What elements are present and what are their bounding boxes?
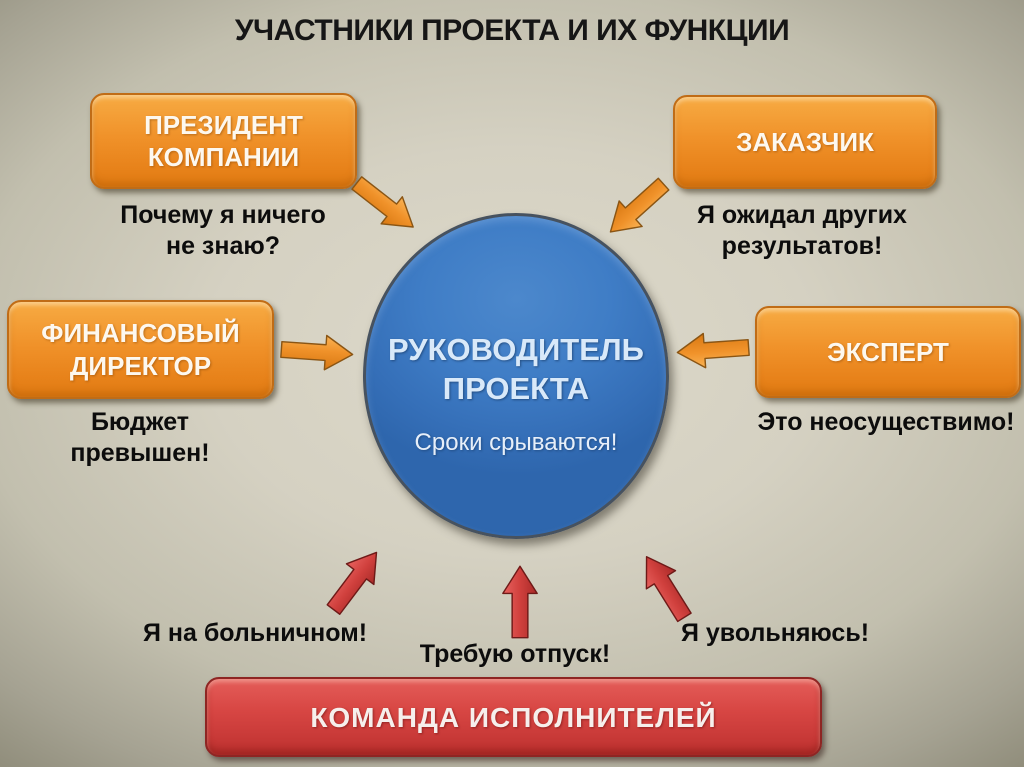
page-title: УЧАСТНИКИ ПРОЕКТА И ИХ ФУНКЦИИ xyxy=(234,14,790,47)
manager-circle: РУКОВОДИТЕЛЬ ПРОЕКТА Сроки срываются! xyxy=(363,213,669,539)
box-team-label: КОМАНДА ИСПОЛНИТЕЛЕЙ xyxy=(310,701,717,733)
quote-president: Почему я ничего не знаю? xyxy=(120,201,326,260)
box-president-label: ПРЕЗИДЕНТ КОМПАНИИ xyxy=(144,109,303,173)
customer-arrow-icon xyxy=(591,164,683,253)
quote-finance-director: Бюджет превышен! xyxy=(70,408,210,467)
team-center-arrow-icon xyxy=(500,557,540,647)
team-left-arrow-icon xyxy=(312,533,398,629)
finance-director-arrow-icon xyxy=(276,329,359,374)
expert-arrow-icon xyxy=(666,327,761,373)
box-president: ПРЕЗИДЕНТ КОМПАНИИ xyxy=(90,93,357,189)
box-finance-director-label: ФИНАНСОВЫЙ ДИРЕКТОР xyxy=(41,318,240,381)
box-customer-label: ЗАКАЗЧИК xyxy=(736,126,874,157)
manager-role-label: РУКОВОДИТЕЛЬ ПРОЕКТА xyxy=(388,332,644,406)
box-customer: ЗАКАЗЧИК xyxy=(673,95,937,189)
quote-team-vacation: Требую отпуск! xyxy=(419,640,611,668)
quote-expert: Это неосуществимо! xyxy=(757,408,1015,436)
quote-team-sick-leave: Я на больничном! xyxy=(142,619,368,647)
president-arrow-icon xyxy=(338,162,432,248)
quote-customer: Я ожидал других результатов! xyxy=(697,201,907,260)
team-right-arrow-icon xyxy=(623,536,707,638)
box-team: КОМАНДА ИСПОЛНИТЕЛЕЙ xyxy=(205,677,822,757)
box-expert-label: ЭКСПЕРТ xyxy=(827,336,949,367)
box-finance-director: ФИНАНСОВЫЙ ДИРЕКТОР xyxy=(7,300,274,399)
manager-quote: Сроки срываются! xyxy=(414,428,618,456)
box-expert: ЭКСПЕРТ xyxy=(755,306,1021,398)
quote-team-quitting: Я увольняюсь! xyxy=(680,619,870,647)
